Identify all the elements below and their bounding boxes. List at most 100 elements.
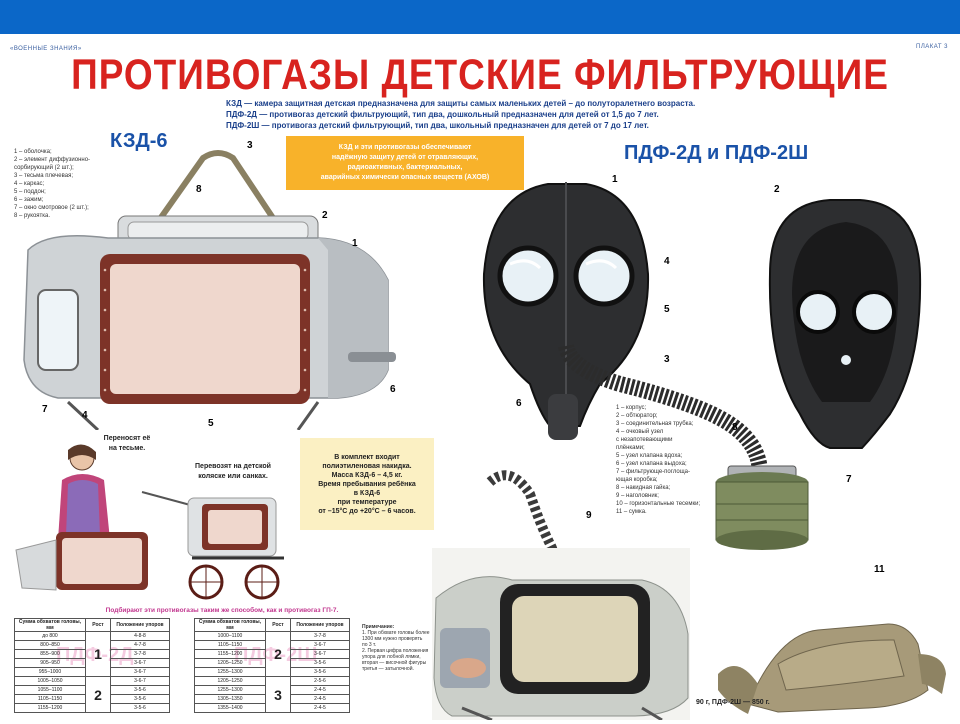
head-harness — [486, 470, 559, 564]
cell: 3-5-6 — [110, 685, 170, 695]
kzd-part: сорбирующий (2 шт.); — [14, 165, 74, 171]
top-bar — [0, 0, 960, 34]
callout-6: 6 — [390, 384, 396, 395]
cell: 1255–1300 — [194, 685, 266, 695]
pdf-title: ПДФ-2Д и ПДФ-2Ш — [624, 142, 809, 164]
cell: 3-5-6 — [110, 703, 170, 713]
cell: 3-6-7 — [110, 667, 170, 677]
note-line: 2. Первая цифра положения — [362, 648, 429, 654]
cell: 3-5-6 — [290, 667, 350, 677]
mask-callout-8: 8 — [732, 422, 738, 433]
mask-part: 1 – корпус; — [616, 405, 647, 411]
mask-part: плёнками; — [616, 445, 645, 451]
kzd-part: 2 – элемент диффузионно- — [14, 157, 91, 163]
mask-callout-11: 11 — [874, 564, 885, 575]
shoulder-strap — [135, 150, 296, 252]
kit-info-line: В комплект входит — [334, 453, 400, 461]
cell: до 800 — [14, 631, 86, 641]
mask-mass-text: 90 г, ПДФ-2Ш — 850 г. — [696, 699, 770, 706]
viewing-window — [37, 289, 79, 371]
kit-info-line: от –15°С до +20°С – 6 часов. — [318, 507, 416, 515]
mask-callout-7: 7 — [846, 474, 852, 485]
note-line: Примечание: — [362, 624, 395, 630]
bag-flap — [777, 639, 905, 691]
mask-part: 2 – обтюратор; — [616, 413, 658, 419]
kzd-parts-list: 1 – оболочка; 2 – элемент диффузионно- с… — [14, 148, 114, 220]
col-header: Рост — [85, 618, 111, 632]
gas-mask-illustration — [482, 182, 922, 564]
chamber-photo-panel — [512, 596, 638, 682]
baby — [450, 658, 486, 678]
mask-callout-5: 5 — [664, 304, 670, 315]
cell: 1105–1150 — [194, 640, 266, 650]
mask-callout-1: 1 — [612, 174, 618, 185]
note-line: вторая — височной фигуры — [362, 660, 427, 666]
cell: 855–900 — [14, 649, 86, 659]
callout-3: 3 — [247, 140, 253, 151]
protection-info-line: аварийных химически опасных веществ (АХО… — [320, 174, 490, 181]
protection-info-line: радиоактивных, бактериальных, — [347, 164, 463, 171]
kzd-part: 7 – окно смотровое (2 шт.); — [14, 205, 89, 211]
cell: 3-7-8 — [290, 631, 350, 641]
mask-part: 5 – узел клапана вдоха; — [616, 453, 683, 459]
callout-2: 2 — [322, 210, 328, 221]
cell: 1205–1250 — [194, 676, 266, 686]
carry-strap-caption: Переносят её на тесьме. — [92, 434, 162, 454]
kzd-part: 4 – каркас; — [14, 181, 45, 187]
callout-5: 5 — [208, 418, 214, 429]
carrying-methods-illustration — [15, 444, 284, 600]
poster-number: ПЛАКАТ 3 — [916, 44, 948, 50]
cell: 3-6-7 — [290, 649, 350, 659]
cell: 1305–1350 — [194, 694, 266, 704]
poster: «ВОЕННЫЕ ЗНАНИЯ» ПЛАКАТ 3 ПРОТИВОГАЗЫ ДЕ… — [0, 34, 960, 720]
mask-part: 9 – наголовник; — [616, 493, 659, 499]
kzd-part: 8 – рукоятка. — [14, 213, 51, 219]
cell: 800–850 — [14, 640, 86, 650]
mask-callout-3: 3 — [664, 354, 670, 365]
caption-line: коляске или санках. — [198, 473, 268, 480]
kit-info-line: в КЗД-6 — [353, 489, 381, 497]
mask-callout-4: 4 — [664, 256, 670, 267]
cell: 905–950 — [14, 658, 86, 668]
legend-line-pdf2d: ПДФ-2Д — противогаз детский фильтрующий,… — [226, 110, 659, 119]
callout-4: 4 — [82, 410, 88, 421]
kzd-part: 3 – тесьма плечевая; — [14, 173, 74, 179]
kzd-part: 6 – зажим; — [14, 197, 44, 203]
kit-info-line: Масса КЗД-6 – 4,5 кг. — [331, 471, 403, 479]
protection-info-line: КЗД и эти противогазы обеспечивают — [338, 144, 472, 151]
cell: 1355–1400 — [194, 703, 266, 713]
protection-info-line: надёжную защиту детей от отравляющих, — [331, 154, 479, 161]
cell: 1000–1100 — [194, 631, 266, 641]
exhale-valve — [548, 394, 578, 440]
cell: 2-4-5 — [290, 685, 350, 695]
col-header: Рост — [265, 618, 291, 632]
cell: 1155–1200 — [14, 703, 86, 713]
legend-line-kzd: КЗД — камера защитная детская предназнач… — [226, 99, 696, 108]
cell: 3-5-6 — [290, 658, 350, 668]
mask-part: 3 – соединительная трубка; — [616, 421, 694, 427]
cell: 3-6-7 — [110, 676, 170, 686]
sizing-caption: Подбирают эти противогазы таким же спосо… — [105, 607, 339, 614]
clamp — [348, 352, 396, 362]
poster-title: ПРОТИВОГАЗЫ ДЕТСКИЕ ФИЛЬТРУЮЩИЕ — [71, 50, 889, 98]
cell: 3-6-7 — [290, 640, 350, 650]
eyepiece-left — [497, 245, 559, 307]
caption-line: на тесьме. — [108, 445, 146, 452]
eyepiece-right — [573, 245, 635, 307]
sizing-note: Примечание: 1. При обхвате головы более … — [362, 624, 432, 672]
col-header: Сумма обхватов головы, мм — [14, 618, 86, 632]
mask-callout-2: 2 — [774, 184, 780, 195]
callout-8: 8 — [196, 184, 202, 195]
cell: 2-4-5 — [290, 694, 350, 704]
kit-info-line: полиэтиленовая накидка. — [322, 462, 412, 470]
col-header: Положение упоров — [110, 618, 170, 632]
cell: 2-5-6 — [290, 676, 350, 686]
cell: 3-7-8 — [110, 649, 170, 659]
col-header: Сумма обхватов головы, мм — [194, 618, 266, 632]
stroller-handle — [141, 491, 195, 507]
